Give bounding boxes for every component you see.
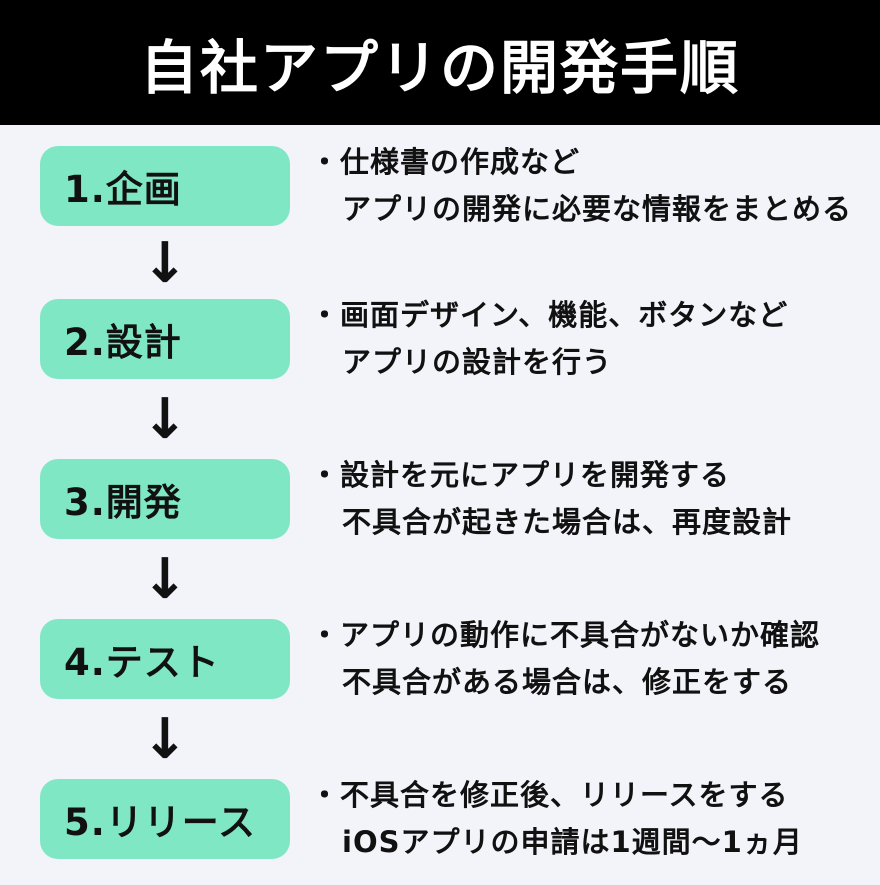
step-5-description-line1: ・不具合を修正後、リリースをする xyxy=(310,778,789,812)
step-box-4: 4.テスト xyxy=(40,619,290,699)
step-4-description-line2: 不具合がある場合は、修正をする xyxy=(342,665,793,699)
step-label-4: 4.テスト xyxy=(64,641,220,684)
step-row-4: 4.テスト ・アプリの動作に不具合がないか確認 不具合がある場合は、修正をする xyxy=(0,618,880,699)
step-box-3: 3.開発 xyxy=(40,459,290,539)
step-row-2: 2.設計 ・画面デザイン、機能、ボタンなど アプリの設計を行う xyxy=(0,298,880,379)
step-label-3: 3.開発 xyxy=(64,481,182,524)
step-4-description-line1: ・アプリの動作に不具合がないか確認 xyxy=(310,618,821,652)
page-title: 自社アプリの開発手順 xyxy=(139,33,740,102)
step-description-5: ・不具合を修正後、リリースをする iOSアプリの申請は1週間〜1ヵ月 xyxy=(310,778,870,859)
step-row-5: 5.リリース ・不具合を修正後、リリースをする iOSアプリの申請は1週間〜1ヵ… xyxy=(0,778,880,859)
down-arrow-icon: ↓ xyxy=(141,547,189,612)
step-description-1: ・仕様書の作成など アプリの開発に必要な情報をまとめる xyxy=(310,145,870,226)
step-label-5: 5.リリース xyxy=(64,801,256,844)
step-3-description-line2: 不具合が起きた場合は、再度設計 xyxy=(342,505,793,539)
step-description-3: ・設計を元にアプリを開発する 不具合が起きた場合は、再度設計 xyxy=(310,458,870,539)
step-label-2: 2.設計 xyxy=(64,321,182,364)
header-banner: 自社アプリの開発手順 xyxy=(0,0,880,125)
step-2-description-line2: アプリの設計を行う xyxy=(342,345,613,379)
down-arrow-icon: ↓ xyxy=(141,707,189,772)
step-3-description-line1: ・設計を元にアプリを開発する xyxy=(310,458,731,492)
step-box-2: 2.設計 xyxy=(40,299,290,379)
step-box-1: 1.企画 xyxy=(40,146,290,226)
step-1-description-line1: ・仕様書の作成など xyxy=(310,145,581,179)
step-row-1: 1.企画 ・仕様書の作成など アプリの開発に必要な情報をまとめる xyxy=(0,145,880,226)
step-1-description-line2: アプリの開発に必要な情報をまとめる xyxy=(342,192,853,226)
step-5-description-line2: iOSアプリの申請は1週間〜1ヵ月 xyxy=(342,825,803,859)
step-description-2: ・画面デザイン、機能、ボタンなど アプリの設計を行う xyxy=(310,298,870,379)
step-box-5: 5.リリース xyxy=(40,779,290,859)
step-description-4: ・アプリの動作に不具合がないか確認 不具合がある場合は、修正をする xyxy=(310,618,870,699)
down-arrow-icon: ↓ xyxy=(141,387,189,452)
step-2-description-line1: ・画面デザイン、機能、ボタンなど xyxy=(310,298,789,332)
down-arrow-icon: ↓ xyxy=(141,231,189,296)
step-label-1: 1.企画 xyxy=(64,168,182,211)
step-row-3: 3.開発 ・設計を元にアプリを開発する 不具合が起きた場合は、再度設計 xyxy=(0,458,880,539)
